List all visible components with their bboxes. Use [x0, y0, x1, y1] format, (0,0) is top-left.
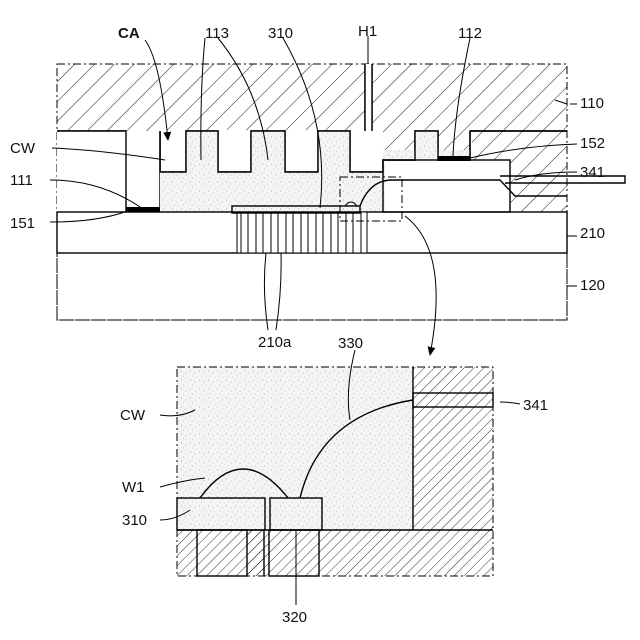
label-341-detail: 341	[523, 397, 548, 414]
label-152: 152	[580, 135, 605, 152]
label-w1: W1	[122, 479, 145, 496]
label-110: 110	[580, 95, 604, 112]
detail-arrow	[405, 216, 436, 355]
detail-substrate	[177, 530, 493, 576]
label-h1: H1	[358, 23, 377, 40]
label-151: 151	[10, 215, 35, 232]
label-cw-detail: CW	[120, 407, 146, 424]
label-ca: CA	[118, 25, 140, 42]
label-210a: 210a	[258, 334, 292, 351]
label-310-top: 310	[268, 25, 293, 42]
detail-view	[177, 367, 493, 576]
pad-152	[438, 156, 470, 161]
label-cw-top: CW	[10, 140, 36, 157]
label-112: 112	[458, 25, 482, 42]
label-320: 320	[282, 609, 307, 626]
lower-housing-120	[57, 253, 567, 320]
detail-hatch-right	[413, 367, 493, 530]
cavity-left-wall-111	[57, 131, 160, 212]
label-111: 111	[10, 172, 33, 189]
label-113: 113	[205, 25, 229, 42]
main-section-view	[57, 64, 625, 355]
label-341-top: 341	[580, 164, 605, 181]
detail-cw-fill	[177, 367, 413, 530]
label-310-detail: 310	[122, 512, 147, 529]
label-210: 210	[580, 225, 605, 242]
label-120: 120	[580, 277, 605, 294]
pad-151	[126, 207, 160, 212]
label-330: 330	[338, 335, 363, 352]
vias-210a	[237, 212, 367, 253]
